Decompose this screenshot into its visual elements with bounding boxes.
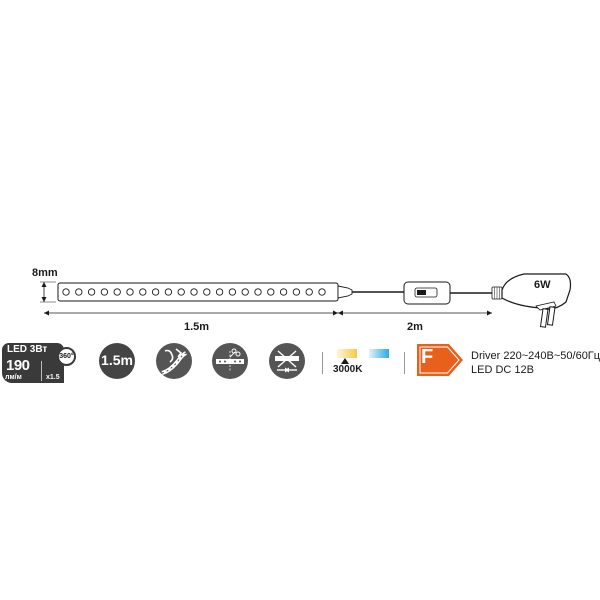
cable-length-label: 2m: [407, 321, 423, 333]
spec-multiplier: x1.5: [46, 374, 60, 381]
adapter-power-label: 6W: [534, 279, 551, 291]
divider-2: [404, 352, 405, 374]
led-dot: [228, 288, 237, 296]
led-dot: [267, 288, 275, 296]
inline-switch: [403, 281, 451, 305]
driver-input-text: Driver 220~240В~50/60Гц: [471, 350, 600, 362]
energy-class-badge: F: [417, 344, 463, 376]
strip-length-label: 1.5m: [184, 321, 209, 333]
spec-badge: LED 3Вт 190 лм/м x1.5 360°: [2, 343, 78, 383]
led-dot: [254, 288, 262, 296]
led-dot: [177, 288, 185, 296]
led-dot: [100, 288, 109, 296]
length-badge: 1.5m: [99, 343, 135, 379]
energy-class-letter: F: [421, 346, 434, 368]
angle-badge: 360°: [57, 347, 76, 366]
led-dot: [126, 288, 134, 296]
selected-temp-marker-icon: [341, 358, 349, 364]
led-dot: [113, 288, 121, 296]
no-connection-icon: [269, 343, 305, 379]
strip-end-cap: [337, 285, 353, 299]
led-dot: [151, 288, 160, 296]
led-dot: [215, 288, 224, 296]
length-dimension: [44, 310, 492, 316]
led-dots: [62, 288, 326, 296]
led-dot: [241, 288, 249, 296]
bendable-strip-icon: [156, 343, 192, 379]
led-dot: [203, 288, 211, 296]
led-dot: [318, 288, 326, 296]
led-dot: [190, 288, 198, 296]
led-dot: [164, 288, 173, 296]
length-badge-text: 1.5m: [101, 352, 133, 368]
spec-lumens: 190: [6, 357, 30, 374]
driver-output-text: LED DC 12В: [471, 364, 534, 376]
led-dot: [292, 288, 301, 296]
cool-color-swatch: [369, 349, 389, 358]
height-dimension: [40, 281, 56, 303]
led-dot: [305, 288, 313, 296]
power-adapter: [491, 273, 572, 328]
led-dot: [75, 288, 83, 296]
led-dot: [87, 288, 96, 296]
height-label: 8mm: [32, 267, 58, 279]
led-dot: [62, 288, 70, 296]
divider: [322, 352, 323, 374]
warm-color-swatch: [337, 349, 357, 358]
spec-power: LED 3Вт: [7, 344, 48, 355]
led-dot: [279, 288, 288, 296]
spec-lumens-unit: лм/м: [5, 374, 22, 381]
led-dot: [139, 288, 147, 296]
color-temperature-label: 3000K: [333, 364, 363, 375]
cuttable-strip-icon: [212, 343, 248, 379]
